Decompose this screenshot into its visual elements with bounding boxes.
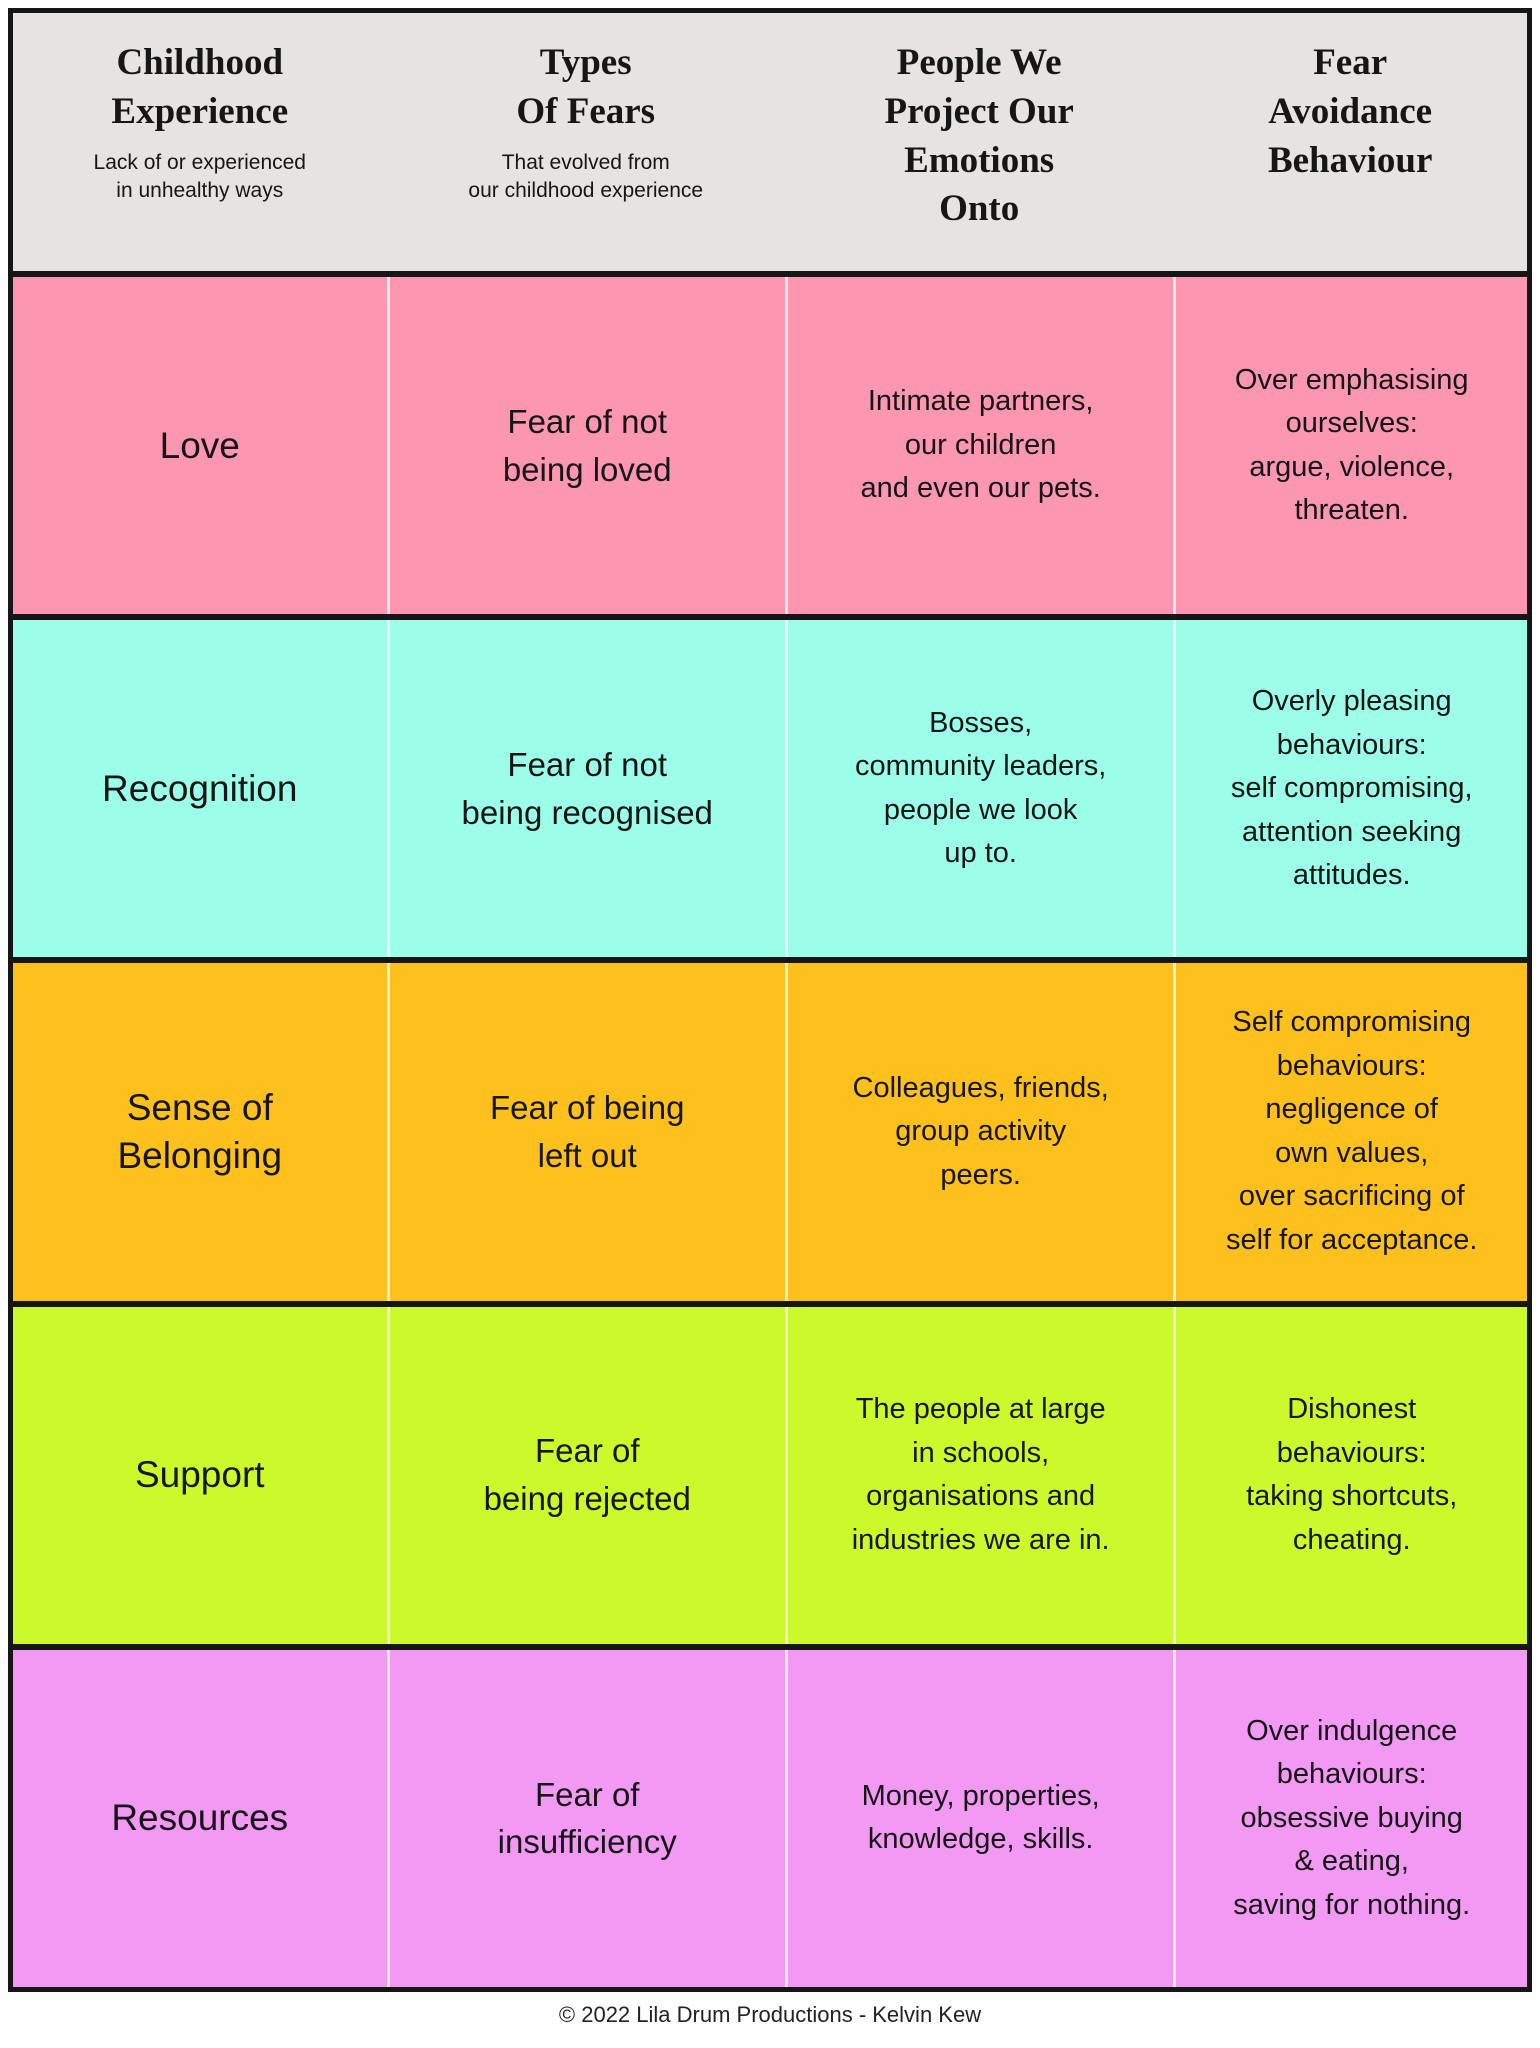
experience-cell: Recognition bbox=[102, 767, 298, 809]
avoidance-cell: Over indulgence behaviours: obsessive bu… bbox=[1173, 1649, 1527, 1987]
avoidance-cell: Dishonest behaviours: taking shortcuts, … bbox=[1173, 1306, 1527, 1644]
header-cell-childhood-experience: Childhood Experience Lack of or experien… bbox=[13, 13, 387, 271]
projection-cell: Bosses, community leaders, people we loo… bbox=[784, 620, 1173, 958]
avoidance-cell: Overly pleasing behaviours: self comprom… bbox=[1173, 620, 1527, 958]
header-title: Fear Avoidance Behaviour bbox=[1267, 42, 1433, 181]
fear-cell: Fear of not being recognised bbox=[386, 620, 785, 958]
table-row-love: Love Fear of not being loved Intimate pa… bbox=[13, 271, 1527, 615]
header-title: Childhood Experience bbox=[111, 42, 289, 132]
fear-cell: Fear of being left out bbox=[386, 963, 785, 1301]
table-row-recognition: Recognition Fear of not being recognised… bbox=[13, 614, 1527, 958]
header-row: Childhood Experience Lack of or experien… bbox=[13, 13, 1527, 271]
projection-cell: Intimate partners, our children and even… bbox=[784, 277, 1173, 615]
header-cell-types-of-fears: Types Of Fears That evolved from our chi… bbox=[387, 13, 785, 271]
avoidance-cell: Self compromising behaviours: negligence… bbox=[1173, 963, 1527, 1301]
table-row-sense-of-belonging: Sense of Belonging Fear of being left ou… bbox=[13, 957, 1527, 1301]
fear-cell: Fear of not being loved bbox=[386, 277, 785, 615]
projection-cell: Colleagues, friends, group activity peer… bbox=[784, 963, 1173, 1301]
header-cell-people-we-project: People We Project Our Emotions Onto bbox=[785, 13, 1173, 271]
projection-cell: The people at large in schools, organisa… bbox=[784, 1306, 1173, 1644]
fear-cell: Fear of insufficiency bbox=[386, 1649, 785, 1987]
experience-cell: Support bbox=[134, 1454, 265, 1496]
footer-copyright: © 2022 Lila Drum Productions - Kelvin Ke… bbox=[558, 2002, 982, 2027]
projection-cell: Money, properties, knowledge, skills. bbox=[784, 1649, 1173, 1987]
table-row-support: Support Fear of being rejected The peopl… bbox=[13, 1300, 1527, 1644]
experience-cell: Love bbox=[159, 424, 240, 466]
fear-cell: Fear of being rejected bbox=[386, 1306, 785, 1644]
header-title: People We Project Our Emotions Onto bbox=[884, 42, 1074, 230]
header-title: Types Of Fears bbox=[516, 42, 656, 132]
experience-cell: Resources bbox=[111, 1797, 289, 1839]
avoidance-cell: Over emphasising ourselves: argue, viole… bbox=[1173, 277, 1527, 615]
header-cell-fear-avoidance: Fear Avoidance Behaviour bbox=[1173, 13, 1527, 271]
table-row-resources: Resources Fear of insufficiency Money, p… bbox=[13, 1643, 1527, 1987]
header-subtitle: Lack of or experienced in unhealthy ways bbox=[93, 150, 306, 202]
fear-table: Childhood Experience Lack of or experien… bbox=[8, 8, 1532, 1992]
header-subtitle: That evolved from our childhood experien… bbox=[468, 150, 704, 202]
experience-cell: Sense of Belonging bbox=[117, 1086, 283, 1176]
